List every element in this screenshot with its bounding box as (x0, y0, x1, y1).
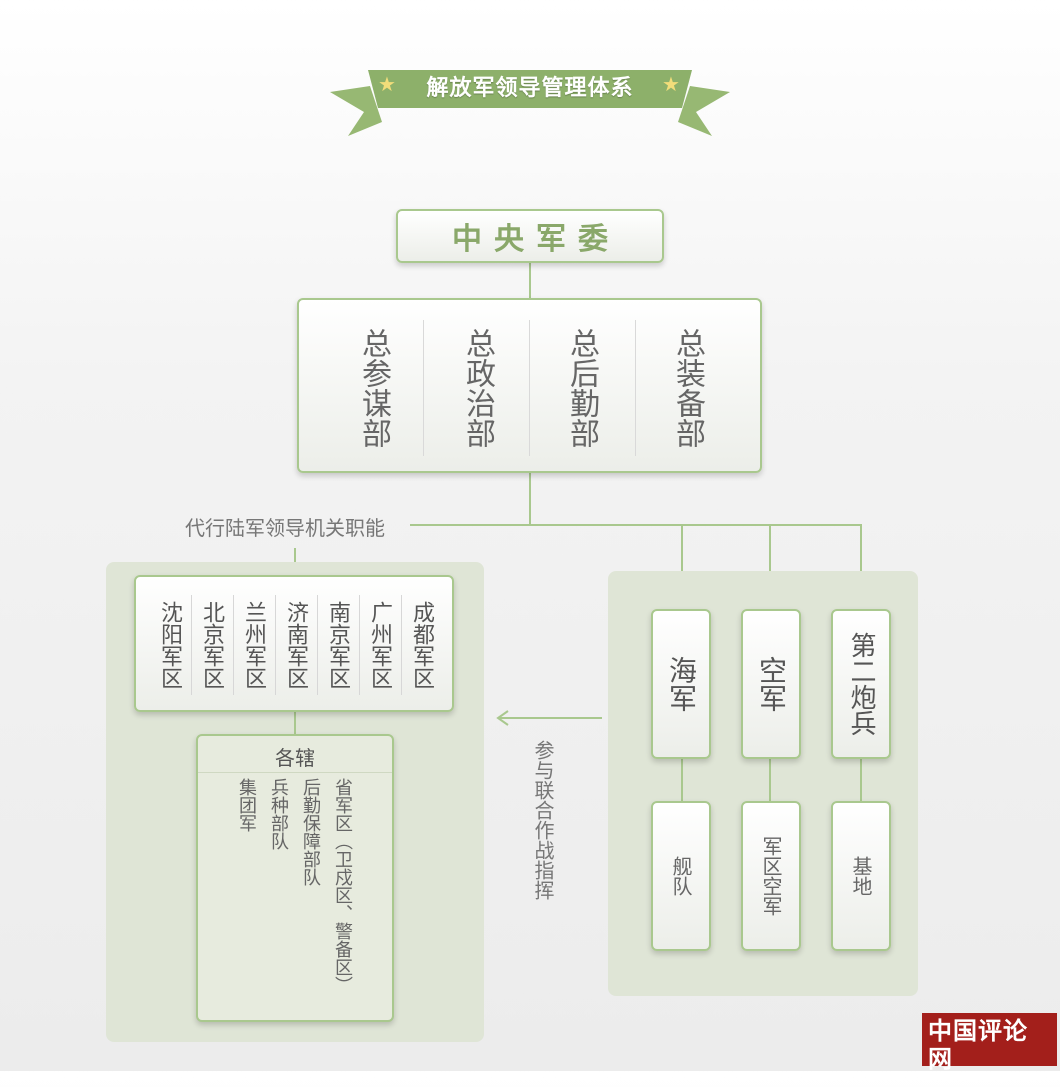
cmc-box: 中央军委 (396, 209, 664, 263)
divider (401, 595, 402, 695)
connector-line (294, 548, 296, 575)
title-ribbon (330, 70, 730, 136)
department-logistics: 总后勤部 (564, 328, 599, 448)
arrow-left-icon (496, 710, 602, 726)
divider (233, 595, 234, 695)
department-political: 总政治部 (460, 328, 495, 448)
service-air-force: 空军 (741, 609, 801, 759)
jurisdiction-title: 各辖 (275, 746, 315, 770)
connector-line (860, 758, 862, 802)
military-region: 北京军区 (199, 601, 224, 689)
service-second-artillery: 第二炮兵 (831, 609, 891, 759)
connector-line (529, 473, 531, 525)
connector-line (681, 758, 683, 802)
connector-line (529, 263, 531, 298)
watermark-text: 中国评论网 (928, 1017, 1028, 1073)
watermark-url: chinareview.com.cn (928, 1074, 1036, 1085)
connector-line (294, 712, 296, 734)
star-icon: ★ (662, 72, 680, 96)
divider (317, 595, 318, 695)
jurisdiction-item: 后勤保障部队 (300, 778, 321, 886)
acting-army-label: 代行陆军领导机关职能 (185, 516, 385, 540)
military-region: 成都军区 (409, 601, 434, 689)
divider (275, 595, 276, 695)
divider (198, 772, 392, 773)
divider (529, 320, 530, 456)
military-regions-box: 沈阳军区 北京军区 兰州军区 济南军区 南京军区 广州军区 成都军区 (134, 575, 454, 712)
watermark-logo: 中国评论网 chinareview.com.cn (922, 1013, 1057, 1085)
connector-line (769, 758, 771, 802)
jurisdiction-item: 集团军 (236, 778, 257, 832)
military-region: 广州军区 (367, 601, 392, 689)
connector-line (681, 524, 683, 610)
department-armaments: 总装备部 (670, 328, 705, 448)
divider (635, 320, 636, 456)
connector-line (769, 524, 771, 610)
jurisdiction-item: 省军区（卫戍区、警备区） (332, 778, 353, 994)
star-icon: ★ (378, 72, 396, 96)
jurisdiction-box: 各辖 集团军 兵种部队 后勤保障部队 省军区（卫戍区、警备区） (196, 734, 394, 1022)
divider (191, 595, 192, 695)
general-departments-box: 总参谋部 总政治部 总后勤部 总装备部 (297, 298, 762, 473)
joint-ops-label: 参与联合作战指挥 (531, 740, 555, 900)
sub-base: 基地 (831, 801, 891, 951)
connector-line (860, 524, 862, 610)
divider (359, 595, 360, 695)
sub-region-air-force: 军区空军 (741, 801, 801, 951)
divider (423, 320, 424, 456)
jurisdiction-item: 兵种部队 (268, 778, 289, 850)
connector-line (410, 524, 862, 526)
military-region: 兰州军区 (241, 601, 266, 689)
sub-fleet: 舰队 (651, 801, 711, 951)
department-general-staff: 总参谋部 (356, 328, 391, 448)
page-title: 解放军领导管理体系 (426, 76, 634, 101)
military-region: 沈阳军区 (157, 601, 182, 689)
service-navy: 海军 (651, 609, 711, 759)
military-region: 济南军区 (283, 601, 308, 689)
military-region: 南京军区 (325, 601, 350, 689)
